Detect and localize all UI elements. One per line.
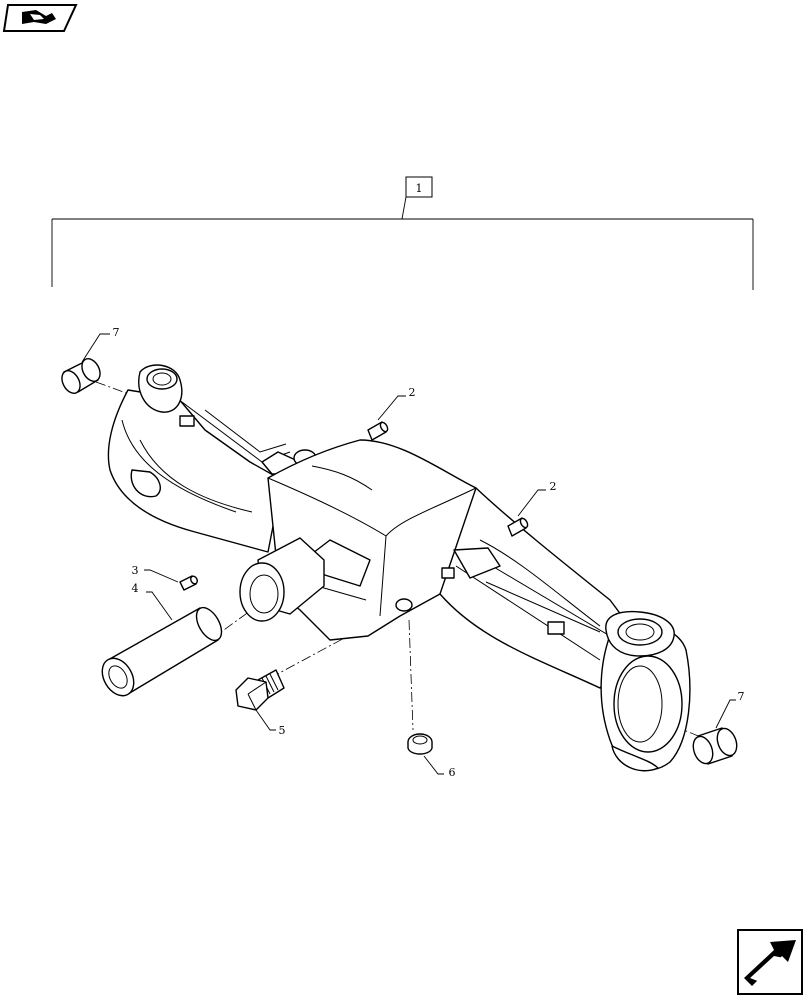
pin-b bbox=[507, 517, 529, 537]
callout-label: 6 bbox=[449, 766, 456, 779]
pin-small bbox=[179, 575, 198, 591]
hex-plug bbox=[235, 669, 285, 711]
callout-pin-a: 2 bbox=[377, 386, 416, 421]
callout-bushing-large: 4 bbox=[132, 582, 173, 621]
drain-plug bbox=[407, 733, 433, 755]
callout-pin-b: 2 bbox=[517, 480, 557, 517]
bushing-left bbox=[61, 358, 101, 394]
callout-drain-plug: 6 bbox=[423, 755, 456, 779]
callout-label: 5 bbox=[279, 724, 286, 737]
callout-label: 7 bbox=[113, 326, 120, 339]
callout-label: 3 bbox=[132, 564, 139, 577]
callout-bushing-left: 7 bbox=[81, 326, 120, 363]
callout-label: 2 bbox=[550, 480, 557, 493]
callout-label: 4 bbox=[132, 582, 139, 595]
bushing-large bbox=[101, 606, 223, 697]
book-page-icon[interactable] bbox=[2, 4, 78, 32]
assembly-bracket bbox=[51, 218, 754, 290]
callout-label: 2 bbox=[409, 386, 416, 399]
callout-pin-small: 3 bbox=[132, 564, 179, 583]
axle-housing bbox=[107, 364, 691, 772]
assembly-label: 1 bbox=[416, 182, 423, 195]
pin-a bbox=[367, 421, 389, 441]
callout-bushing-right: 7 bbox=[715, 690, 745, 729]
next-page-arrow-icon[interactable] bbox=[737, 929, 803, 995]
callout-hex-plug: 5 bbox=[255, 709, 286, 737]
callout-label: 7 bbox=[738, 690, 745, 703]
assembly-callout: 1 bbox=[401, 176, 433, 220]
bushing-right bbox=[692, 727, 738, 765]
